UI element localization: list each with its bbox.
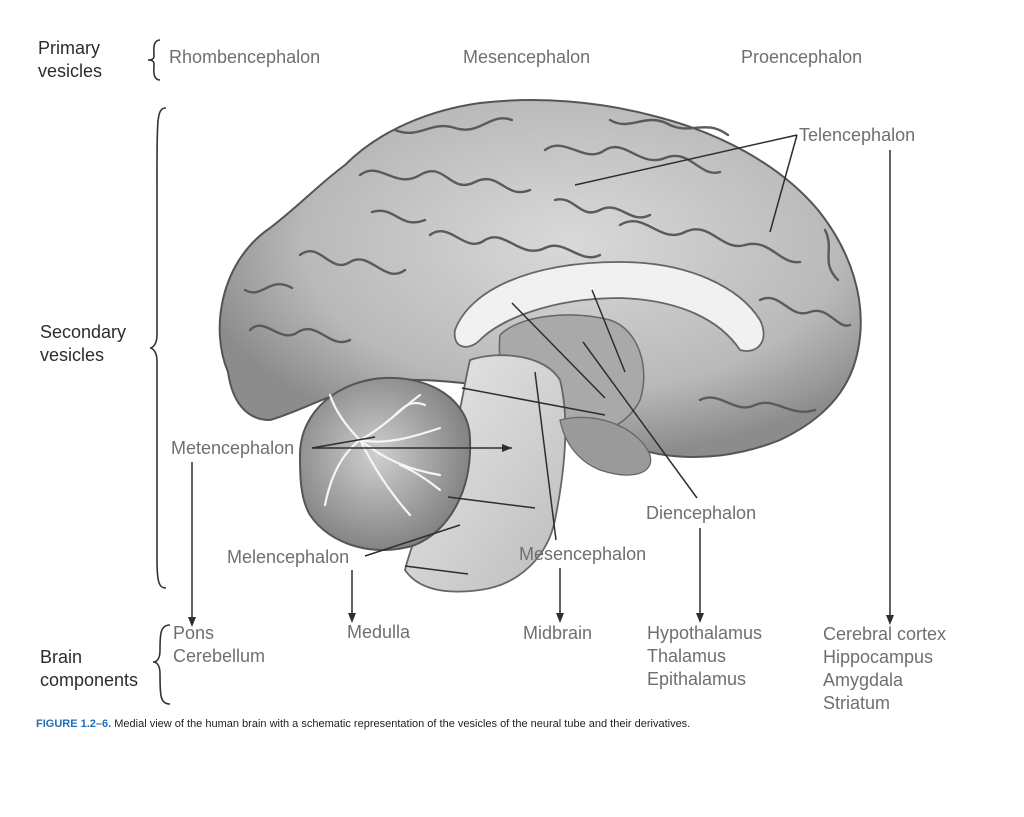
mesencephalon-leader <box>534 371 557 541</box>
telencephalon-leader-2 <box>769 134 798 233</box>
diencephalon-leader-3 <box>511 302 606 399</box>
components-heading-line-1: Brain <box>40 647 83 667</box>
mesencephalon-arrowhead <box>556 613 564 623</box>
melencephalon-label: Melencephalon <box>227 547 350 567</box>
rhombencephalon-label: Rhombencephalon <box>169 47 321 67</box>
melencephalon-arrowhead <box>348 613 356 623</box>
metencephalon-label: Metencephalon <box>171 438 295 458</box>
cerebellum <box>298 376 472 552</box>
melencephalon-leader-1 <box>364 524 461 557</box>
telencephalon-arrowhead <box>886 615 894 625</box>
cerebellum-label: Cerebellum <box>173 646 266 666</box>
epithalamus-label: Epithalamus <box>647 669 747 689</box>
cerebral-hemisphere <box>218 99 862 459</box>
melencephalon-leader-3 <box>404 565 469 575</box>
diencephalon-arrowhead <box>696 613 704 623</box>
diencephalon-leader-2 <box>591 289 626 373</box>
secondary-vesicles-heading: Secondary vesicles <box>40 321 126 367</box>
caption-text: Medial view of the human brain with a sc… <box>111 718 691 730</box>
striatum-label: Striatum <box>823 693 891 713</box>
secondary-heading-line-2: vesicles <box>40 345 105 365</box>
leader-lines <box>191 134 891 622</box>
medulla-label: Medulla <box>347 622 411 642</box>
thalamus-label: Thalamus <box>647 646 727 666</box>
braces <box>147 39 171 705</box>
diencephalon-components: Hypothalamus Thalamus Epithalamus <box>647 622 762 691</box>
hippocampus-label: Hippocampus <box>823 647 934 667</box>
amygdala-label: Amygdala <box>823 670 904 690</box>
components-brace <box>152 624 171 705</box>
hypothalamus-label: Hypothalamus <box>647 623 763 643</box>
diencephalon-leader-1 <box>582 341 698 499</box>
metencephalon-leader-arrowhead <box>502 444 512 452</box>
metencephalon-leader-1 <box>311 436 376 449</box>
brainstem <box>404 354 652 593</box>
primary-vesicles-heading: Primary vesicles <box>38 37 102 83</box>
primary-heading-line-2: vesicles <box>38 61 103 81</box>
proencephalon-label: Proencephalon <box>741 47 863 67</box>
pons-label: Pons <box>173 623 215 643</box>
telencephalon-leader-1 <box>574 134 798 186</box>
arrowheads <box>188 444 894 627</box>
secondary-mesencephalon-label: Mesencephalon <box>519 544 647 564</box>
figure-id: FIGURE 1.2–6. <box>36 718 112 730</box>
secondary-heading-line-1: Secondary <box>40 322 127 342</box>
telencephalon-components: Cerebral cortex Hippocampus Amygdala Str… <box>823 623 946 715</box>
telencephalon-label: Telencephalon <box>799 125 916 145</box>
melencephalon-leader-2 <box>447 496 536 509</box>
cerebral-cortex-label: Cerebral cortex <box>823 624 947 644</box>
diencephalon-leader-4 <box>461 387 606 416</box>
diencephalon-label: Diencephalon <box>646 503 757 523</box>
components-heading-line-2: components <box>40 670 139 690</box>
primary-heading-line-1: Primary <box>38 38 100 58</box>
figure-caption: FIGURE 1.2–6. Medial view of the human b… <box>36 718 690 730</box>
brain-components-heading: Brain components <box>40 646 138 692</box>
metencephalon-components: Pons Cerebellum <box>173 622 265 668</box>
primary-brace <box>147 39 161 81</box>
primary-mesencephalon-label: Mesencephalon <box>463 47 591 67</box>
secondary-brace <box>149 107 167 589</box>
metencephalon-arrowhead <box>188 617 196 627</box>
midbrain-label: Midbrain <box>523 623 593 643</box>
